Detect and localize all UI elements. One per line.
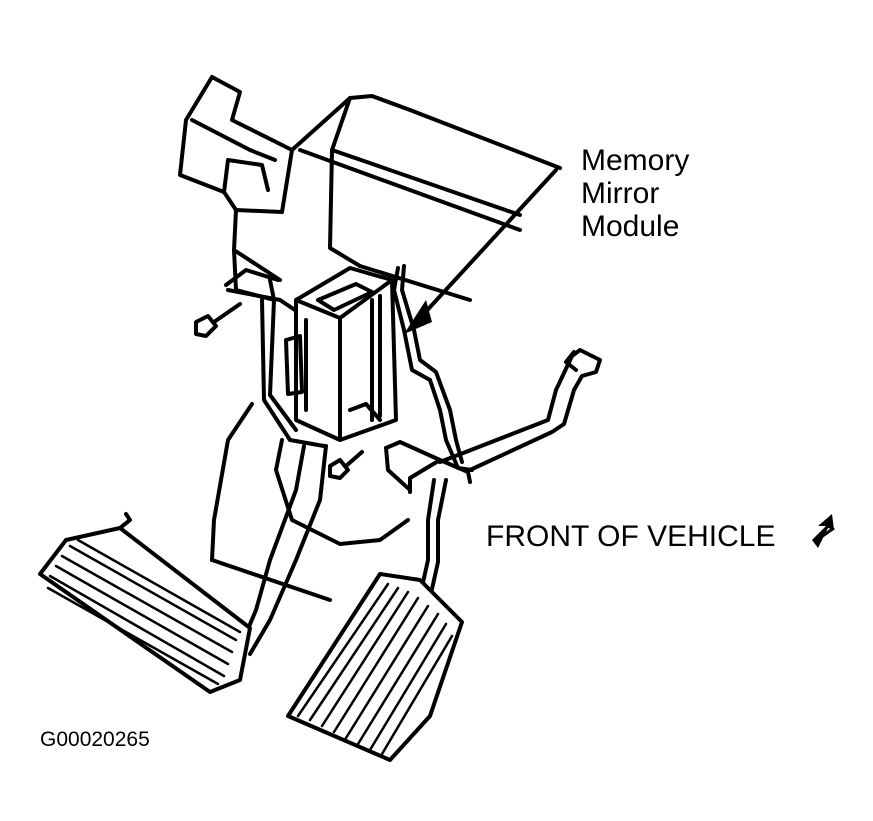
direction-arrow-icon: [812, 514, 835, 548]
callout-arrowhead: [404, 300, 432, 334]
front-of-vehicle-label: FRONT OF VEHICLE: [486, 520, 776, 553]
lower-screw: [328, 450, 364, 480]
callout-label-line-1: Memory: [581, 144, 690, 177]
brake-pad-ribs: [46, 538, 242, 686]
figure-id: G00020265: [40, 728, 150, 751]
dash-structure: [178, 75, 562, 302]
upper-screw: [194, 302, 242, 338]
callout-label-line-2: Mirror: [581, 177, 660, 210]
mounting-bracket: [224, 248, 326, 448]
accelerator-pedal: [286, 478, 464, 762]
memory-mirror-module: [284, 266, 398, 442]
floor-curves: [210, 402, 410, 602]
wiring-harness: [392, 264, 602, 472]
brake-pedal: [38, 444, 328, 694]
callout-leader-line: [418, 168, 558, 320]
accelerator-pad-ribs: [296, 582, 454, 756]
callout-label-line-3: Module: [581, 210, 680, 243]
